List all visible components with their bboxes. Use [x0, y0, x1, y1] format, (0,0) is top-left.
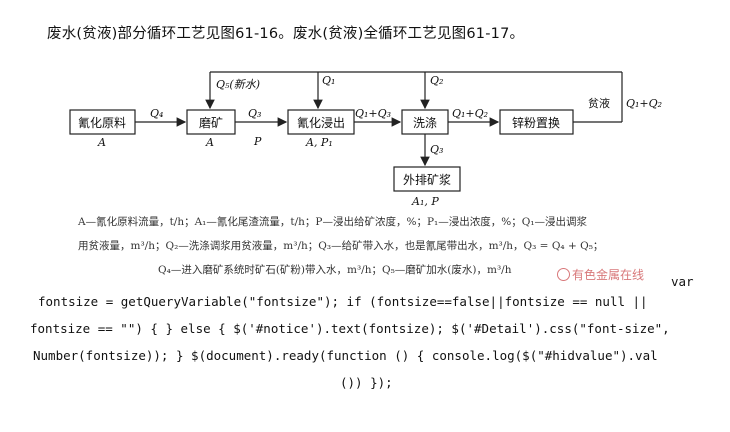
flow-q1q2-out-label: Q₁+Q₂: [626, 97, 662, 110]
box-leach-label: 氰化浸出: [297, 115, 345, 130]
flow-p-label: P: [253, 135, 262, 148]
process-flow-diagram: 氰化原料 磨矿 氰化浸出 洗涤 锌粉置换 外排矿浆 Q₅(新水) Q₁ Q₂ Q…: [69, 71, 662, 208]
box-zinc: [499, 109, 574, 135]
code-line-2: fontsize == "") { } else { $('#notice').…: [30, 321, 670, 336]
flow-a1-p-label: A₁, P: [411, 195, 439, 208]
box-zinc-label: 锌粉置换: [512, 116, 560, 130]
flow-q1q2-label: Q₁+Q₂: [452, 107, 488, 120]
flow-q3-label-b: Q₃: [430, 143, 443, 156]
flow-a-grind-label: A: [205, 136, 214, 149]
code-line-3: Number(fontsize)); } $(document).ready(f…: [33, 348, 658, 363]
legend-line-1: A—氰化原料流量，t/h；A₁—氰化尾渣流量，t/h；P—浸出给矿浓度，%；P₁…: [78, 216, 588, 228]
box-leach: [287, 109, 355, 135]
legend-line-3: Q₄—进入磨矿系统时矿石(矿粉)带入水，m³/h；Q₅—磨矿加水(废水)，m³/…: [158, 264, 512, 276]
flow-q5-label: Q₅(新水): [216, 78, 260, 91]
flow-q1-label: Q₁: [322, 74, 335, 87]
watermark-text: 有色金属在线: [572, 268, 645, 282]
box-cyan-raw: [69, 109, 136, 135]
watermark: 有色金属在线: [557, 266, 644, 283]
box-grind-label: 磨矿: [199, 116, 223, 130]
page-heading: 废水(贫液)部分循环工艺见图61-16。废水(贫液)全循环工艺见图61-17。: [47, 26, 525, 42]
box-cyan-raw-label: 氰化原料: [78, 115, 126, 130]
code-line-4: ()) });: [340, 375, 393, 390]
box-tail: [393, 166, 461, 192]
flow-q3-label-a: Q₃: [248, 107, 261, 120]
flow-q4-label: Q₄: [150, 107, 163, 120]
flow-q2-label: Q₂: [430, 74, 443, 87]
box-wash-label: 洗涤: [413, 116, 437, 130]
box-grind: [186, 109, 236, 135]
code-line-1: fontsize = getQueryVariable("fontsize");…: [38, 294, 648, 309]
flow-a-p1-label: A, P₁: [305, 136, 333, 149]
legend-line-2: 用贫液量，m³/h；Q₂—洗涤调浆用贫液量，m³/h；Q₃—给矿带入水，也是氰尾…: [78, 240, 604, 252]
flow-a-raw-label: A: [97, 136, 106, 149]
box-tail-label: 外排矿浆: [403, 172, 451, 187]
flow-lean-label: 贫液: [588, 96, 610, 110]
flow-q1q3-label: Q₁+Q₃: [355, 107, 391, 120]
watermark-logo-icon: [557, 268, 570, 281]
code-line-0: var: [671, 274, 694, 289]
